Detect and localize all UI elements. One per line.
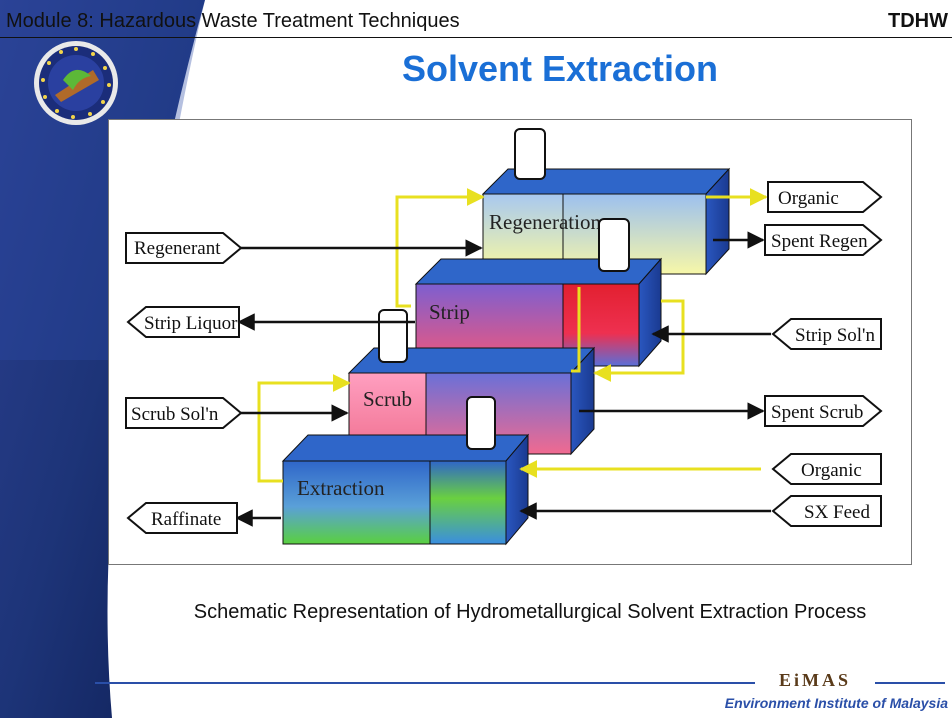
input-organic: Organic <box>771 453 882 485</box>
institute-logo <box>33 40 119 126</box>
svg-text:Spent Regen: Spent Regen <box>771 231 868 252</box>
output-spent-scrub: Spent Scrub <box>764 395 883 427</box>
stream-lines <box>235 231 771 527</box>
footer-rule <box>95 682 945 684</box>
svg-text:Scrub Sol'n: Scrub Sol'n <box>131 404 219 425</box>
output-strip-liquor: Strip Liquor <box>126 306 240 338</box>
input-sx-feed: SX Feed <box>771 495 882 527</box>
svg-text:Spent Scrub: Spent Scrub <box>771 402 863 423</box>
header-rule <box>0 37 952 38</box>
course-title: Module 8: Hazardous Waste Treatment Tech… <box>6 10 460 32</box>
svg-text:Strip Sol'n: Strip Sol'n <box>795 325 875 346</box>
input-strip-soln: Strip Sol'n <box>771 318 882 350</box>
diagram-caption: Schematic Representation of Hydrometallu… <box>193 601 867 623</box>
organic-flow-lines <box>257 188 768 483</box>
footer-organization: Environment Institute of Malaysia <box>724 695 948 711</box>
input-regenerant: Regenerant <box>125 232 243 264</box>
output-raffinate: Raffinate <box>126 502 238 534</box>
course-code: TDHW <box>888 10 948 32</box>
slide-title: Solvent Extraction <box>401 48 719 89</box>
output-spent-regen: Spent Regen <box>764 224 883 256</box>
svg-text:Strip Liquor: Strip Liquor <box>144 313 238 334</box>
footer-brand: EiMAS <box>755 670 875 691</box>
extraction-stage: Extraction <box>281 396 530 546</box>
svg-text:Organic: Organic <box>778 188 839 209</box>
stage-label-scrub: Scrub <box>363 387 412 411</box>
svg-text:Organic: Organic <box>801 460 862 481</box>
svg-text:Raffinate: Raffinate <box>151 509 221 530</box>
stage-label-strip: Strip <box>429 300 470 324</box>
stage-label-extraction: Extraction <box>297 476 385 500</box>
input-scrub-soln: Scrub Sol'n <box>125 397 243 429</box>
solvent-extraction-diagram: Regeneration Strip Scrub Extr <box>108 119 912 565</box>
output-organic: Organic <box>767 181 883 213</box>
stage-label-regeneration: Regeneration <box>489 210 601 234</box>
svg-text:SX Feed: SX Feed <box>804 502 870 523</box>
svg-text:Regenerant: Regenerant <box>134 238 221 259</box>
